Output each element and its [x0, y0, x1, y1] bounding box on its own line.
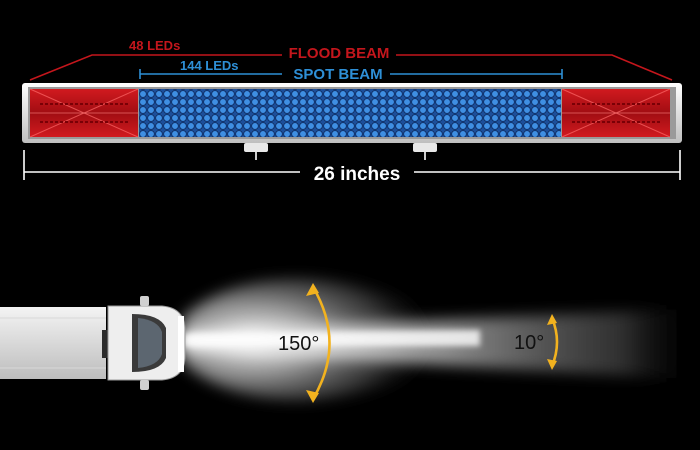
length-dimension [23, 150, 681, 180]
spot-led-count: 144 LEDs [180, 58, 239, 73]
spot-angle-arrow [547, 314, 559, 370]
mount-bracket-right [413, 143, 437, 160]
flood-panel-right [561, 88, 671, 138]
spot-beam-label: SPOT BEAM [293, 66, 382, 83]
beam-pattern [182, 278, 700, 401]
flood-beam-label: FLOOD BEAM [289, 45, 390, 62]
flood-beam-bracket [29, 54, 673, 81]
flood-angle-arrow [306, 283, 331, 403]
truck-trailer [0, 307, 106, 379]
flood-panel-left [29, 88, 139, 138]
length-label: 26 inches [314, 164, 401, 185]
flood-led-count: 48 LEDs [129, 38, 180, 53]
flood-angle-label: 150° [278, 333, 319, 355]
mount-bracket-left [244, 143, 268, 160]
spot-led-panel [139, 89, 561, 137]
light-bar [22, 83, 682, 160]
spot-beam-bracket [139, 69, 563, 79]
truck [0, 296, 186, 390]
spot-angle-label: 10° [514, 332, 544, 354]
